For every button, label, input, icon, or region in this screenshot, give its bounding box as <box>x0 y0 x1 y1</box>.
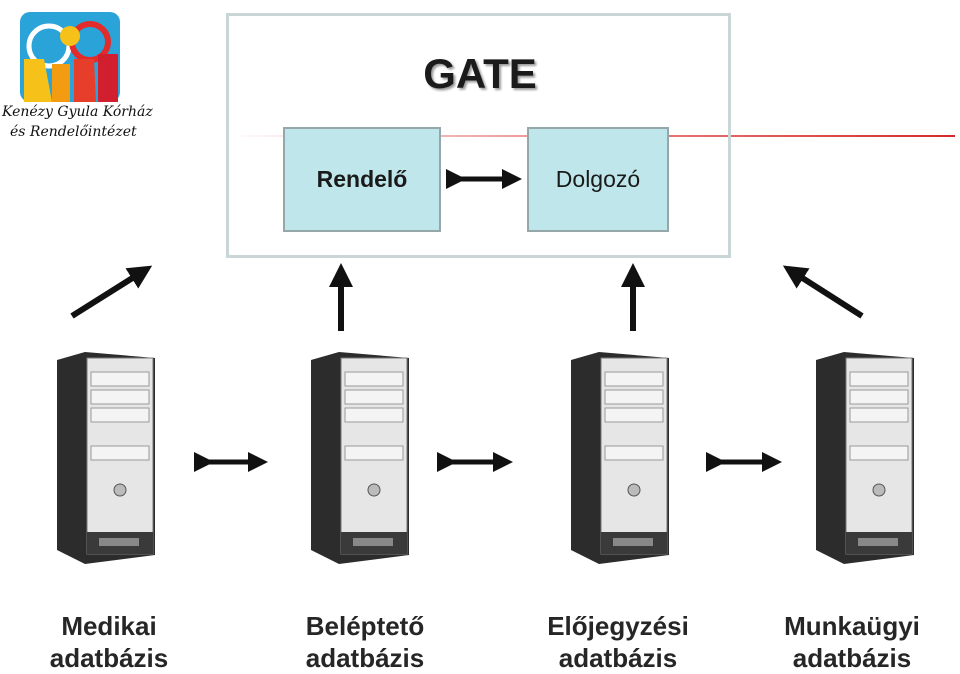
database-label-line2: adatbázis <box>558 643 678 673</box>
database-label-munkaugyi: Munkaügyi adatbázis <box>752 610 952 674</box>
computer-tower-icon <box>571 352 669 564</box>
database-label-beleptet: Beléptető adatbázis <box>265 610 465 674</box>
computer-tower-icon <box>311 352 409 564</box>
gate-title: GATE <box>423 50 537 97</box>
database-label-elojegyzesi: Előjegyzési adatbázis <box>518 610 718 674</box>
gate-frame <box>226 13 731 258</box>
logo-text-line2: és Rendelőintézet <box>10 124 137 140</box>
database-label-line2: adatbázis <box>792 643 912 673</box>
logo-text-line1: Kenézy Gyula Kórház <box>2 104 153 120</box>
database-label-line2: adatbázis <box>305 643 425 673</box>
computer-tower-icon <box>57 352 155 564</box>
arrow-up-medikai-icon <box>70 265 153 319</box>
database-label-line1: Munkaügyi <box>784 611 920 641</box>
database-label-medikai: Medikai adatbázis <box>9 610 209 674</box>
database-label-line1: Beléptető <box>305 611 425 641</box>
arrow-up-munkaugyi-icon <box>782 265 864 319</box>
computer-tower-icon <box>816 352 914 564</box>
logo-icon <box>20 12 120 102</box>
database-label-line2: adatbázis <box>49 643 169 673</box>
rendelo-box: Rendelő <box>283 127 441 232</box>
database-label-line1: Medikai <box>61 611 157 641</box>
dolgozo-box: Dolgozó <box>527 127 669 232</box>
database-label-line1: Előjegyzési <box>547 611 689 641</box>
